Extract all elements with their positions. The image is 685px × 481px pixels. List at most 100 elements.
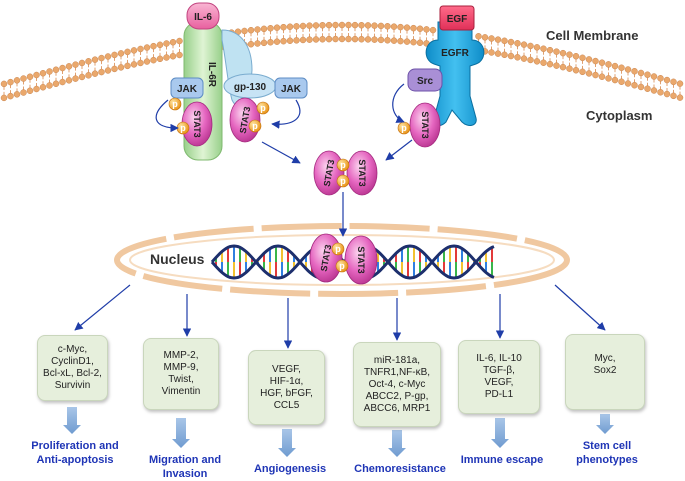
- lipid-head: [91, 56, 99, 63]
- lipid-head: [293, 23, 300, 30]
- lipid-head: [150, 42, 157, 50]
- nucleus-label: Nucleus: [150, 251, 205, 267]
- lipid-head: [20, 75, 27, 82]
- lipid-head: [488, 49, 495, 56]
- lipid-head: [384, 23, 391, 30]
- lipid-head: [605, 75, 612, 82]
- lipid-head: [572, 52, 580, 60]
- lipid-head: [579, 54, 586, 62]
- lipid-head: [429, 26, 437, 34]
- lipid-head: [351, 21, 359, 29]
- outcome-line: phenotypes: [576, 454, 638, 466]
- target-arrow-1: [74, 284, 131, 331]
- lipid-head: [78, 59, 86, 67]
- outcome-immune-escape: Immune escape: [452, 453, 552, 467]
- lipid-head: [33, 85, 40, 93]
- lipid-head: [553, 48, 560, 55]
- outcome-line: Proliferation and: [31, 440, 119, 452]
- lipid-head: [26, 87, 34, 95]
- lipid-head: [98, 54, 105, 62]
- lipid-head: [364, 36, 372, 43]
- lipid-head: [566, 65, 573, 72]
- target-genes-migration: MMP-2, MMP-9, Twist, Vimentin: [143, 338, 219, 410]
- target-gene-line: ABCC2, P-gp,: [365, 390, 429, 402]
- lipid-head: [527, 42, 534, 50]
- outcome-arrow: [596, 414, 614, 434]
- lipid-head: [403, 24, 411, 31]
- target-genes-chemoresistance: miR-181a, TNFR1,NF-κB, Oct-4, c-Myc ABCC…: [353, 342, 441, 427]
- lipid-head: [624, 80, 632, 87]
- target-gene-line: Myc,: [594, 353, 616, 364]
- jak-to-stat3-arrow-right: [271, 99, 301, 129]
- lipid-head: [39, 83, 47, 91]
- src-kinase: [407, 68, 443, 92]
- outcome-arrows: [63, 407, 614, 457]
- lipid-head: [150, 56, 157, 64]
- outcome-arrow: [491, 418, 509, 448]
- target-genes-stem-cell: Myc, Sox2: [565, 334, 645, 410]
- lipid-head: [657, 89, 664, 96]
- lipid-head: [52, 80, 60, 88]
- outcome-arrow: [63, 407, 81, 434]
- lipid-head: [325, 35, 333, 43]
- lipid-head: [169, 52, 177, 60]
- lipid-head: [176, 37, 183, 45]
- phosphate-label: p: [335, 244, 341, 254]
- lipid-head: [163, 54, 170, 61]
- lipid-head: [377, 36, 385, 44]
- lipid-head: [345, 35, 352, 43]
- phosphate-label: p: [252, 121, 258, 131]
- lipid-head: [306, 22, 313, 29]
- jak-kinase-right: [274, 77, 308, 99]
- lipid-head: [644, 85, 651, 92]
- lipid-head: [312, 22, 320, 29]
- lipid-head: [579, 68, 586, 76]
- lipid-head: [637, 69, 645, 77]
- lipid-head: [566, 51, 573, 58]
- lipid-head: [611, 62, 619, 70]
- lipid-head: [605, 61, 612, 68]
- lipid-head: [267, 38, 274, 46]
- lipid-head: [559, 49, 567, 57]
- phosphate-group: [336, 174, 350, 188]
- lipid-head: [338, 35, 346, 43]
- lipid-head: [663, 76, 671, 84]
- lipid-head: [130, 47, 138, 54]
- lipid-head: [117, 64, 125, 71]
- phosphate-label: p: [172, 99, 178, 109]
- il6r-label: IL-6R: [206, 62, 217, 88]
- lipid-head: [351, 35, 359, 43]
- target-arrow-6: [554, 284, 606, 331]
- egfr-label: EGFR: [441, 48, 470, 59]
- il6-label: IL-6: [194, 12, 212, 23]
- lipid-head: [241, 27, 248, 35]
- lipid-head: [410, 24, 417, 32]
- lipid-head: [585, 56, 593, 63]
- stat3-label: STAT3: [322, 159, 337, 187]
- cell-membrane-label: Cell Membrane: [546, 28, 639, 43]
- target-gene-line: MMP-9,: [163, 362, 199, 373]
- target-gene-line: ABCC6, MRP1: [363, 402, 431, 414]
- lipid-head: [676, 94, 684, 101]
- lipid-head: [72, 75, 79, 82]
- target-gene-line: c-Myc,: [57, 344, 88, 355]
- phosphate-label: p: [180, 123, 186, 133]
- lipid-head: [494, 36, 502, 43]
- lipid-head: [247, 26, 255, 34]
- lipid-head: [26, 73, 34, 81]
- lipid-head: [13, 91, 21, 98]
- target-gene-line: CyclinD1,: [51, 356, 94, 367]
- target-gene-line: TNFR1,NF-κB,: [363, 366, 431, 378]
- lipid-head: [533, 58, 541, 65]
- outcome-proliferation: Proliferation and Anti-apoptosis: [18, 439, 132, 467]
- outcome-migration: Migration and Invasion: [135, 453, 235, 481]
- target-genes-angiogenesis: VEGF, HIF-1α, HGF, bFGF, CCL5: [248, 350, 325, 425]
- phosphate-label: p: [340, 160, 346, 170]
- lipid-head: [598, 59, 606, 66]
- phosphate-label: p: [401, 123, 407, 133]
- lipid-head: [78, 73, 86, 81]
- lipid-head: [260, 39, 268, 47]
- lipid-head: [254, 40, 261, 47]
